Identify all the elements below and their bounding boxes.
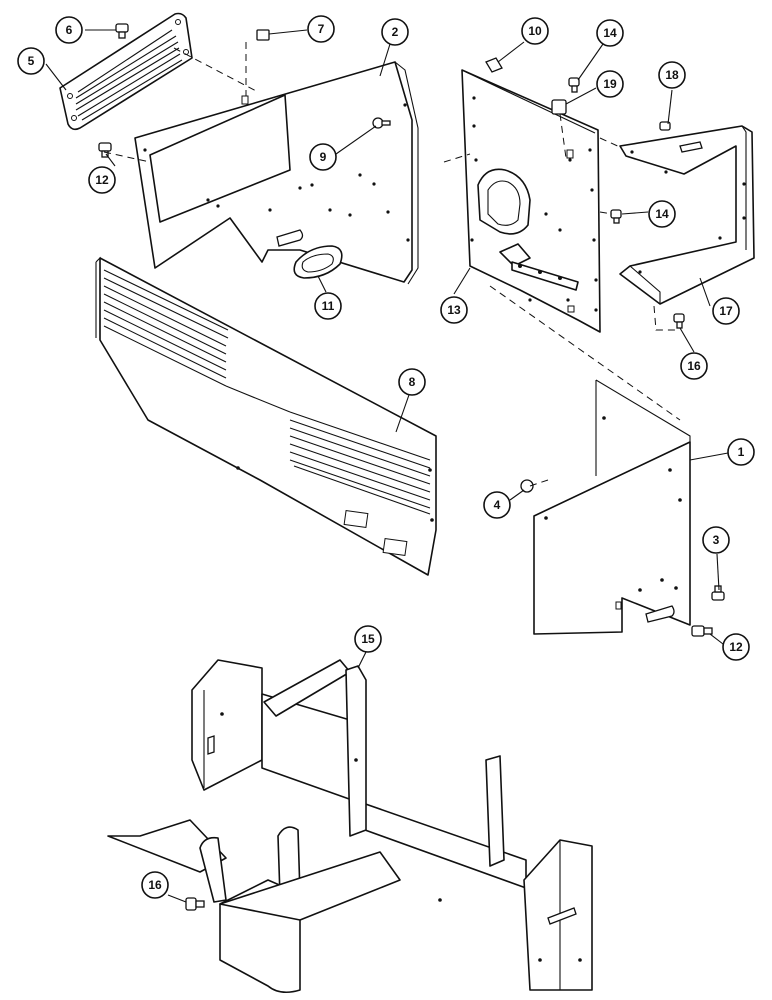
fastener-9 [372, 117, 391, 129]
callout-9: 9 [309, 143, 337, 171]
svg-text:6: 6 [66, 23, 73, 37]
part-11-grommet [293, 245, 343, 279]
svg-text:3: 3 [713, 533, 720, 547]
part-8-front-louver-panel [95, 256, 437, 576]
callout-8: 8 [398, 368, 426, 396]
svg-text:14: 14 [603, 26, 617, 40]
callout-17: 17 [712, 297, 740, 325]
part-1-lower-side-panel [533, 379, 691, 635]
callout-11: 11 [314, 292, 342, 320]
fastener-3 [711, 585, 725, 601]
svg-text:5: 5 [28, 54, 35, 68]
callout-5: 5 [17, 47, 45, 75]
callout-10: 10 [521, 17, 549, 45]
svg-text:4: 4 [494, 498, 501, 512]
fastener-19 [551, 99, 567, 115]
svg-text:10: 10 [528, 24, 542, 38]
fastener-7 [256, 29, 270, 41]
svg-text:7: 7 [318, 22, 325, 36]
callout-4: 4 [483, 491, 511, 519]
svg-text:15: 15 [361, 632, 375, 646]
svg-text:8: 8 [409, 375, 416, 389]
part-5-louver-grille [59, 12, 193, 131]
callout-3: 3 [702, 526, 730, 554]
fastener-4 [520, 479, 534, 493]
leader-lines [45, 29, 729, 903]
callout-14-upper: 14 [596, 19, 624, 47]
part-13-bulkhead-panel [461, 69, 601, 333]
svg-text:9: 9 [320, 150, 327, 164]
callout-13: 13 [440, 296, 468, 324]
fastener-18 [659, 121, 671, 131]
callout-12-lower: 12 [722, 633, 750, 661]
svg-text:11: 11 [322, 299, 335, 313]
svg-text:2: 2 [392, 25, 399, 39]
svg-text:13: 13 [447, 303, 461, 317]
callout-14-lower: 14 [648, 200, 676, 228]
svg-text:16: 16 [687, 359, 701, 373]
svg-text:12: 12 [729, 640, 743, 654]
callout-16-upper: 16 [680, 352, 708, 380]
callout-2: 2 [381, 18, 409, 46]
svg-text:17: 17 [719, 304, 733, 318]
svg-text:14: 14 [655, 207, 669, 221]
callout-1: 1 [727, 438, 755, 466]
callout-18: 18 [658, 61, 686, 89]
svg-text:16: 16 [148, 878, 162, 892]
callout-7: 7 [307, 15, 335, 43]
fastener-16-lower [185, 897, 205, 911]
fastener-14-lower [610, 209, 622, 224]
callout-19: 19 [596, 70, 624, 98]
fastener-16-upper [673, 313, 685, 329]
part-17-bracket [619, 125, 755, 305]
callout-16-lower: 16 [141, 871, 169, 899]
callout-6: 6 [55, 16, 83, 44]
svg-text:18: 18 [665, 68, 679, 82]
fastener-12-lower [691, 625, 713, 637]
assembly-lines [103, 42, 681, 487]
callout-15: 15 [354, 625, 382, 653]
fastener-6 [115, 23, 129, 39]
callout-12-upper: 12 [88, 166, 116, 194]
svg-text:1: 1 [738, 445, 745, 459]
part-15-lower-frame [107, 659, 593, 994]
part-2-upper-side-panel [134, 61, 419, 285]
svg-text:19: 19 [603, 77, 617, 91]
fastener-12-upper [98, 142, 112, 158]
svg-text:12: 12 [95, 173, 109, 187]
fastener-14-upper [568, 77, 580, 93]
